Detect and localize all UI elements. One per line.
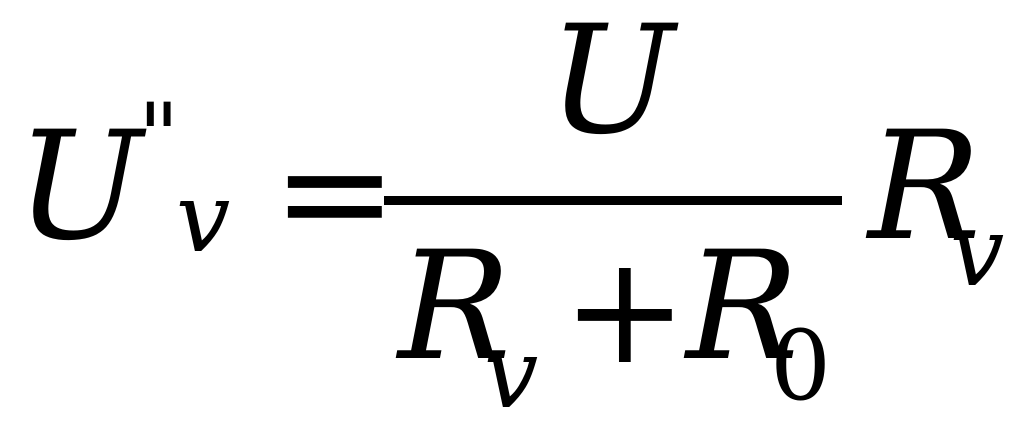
lhs-subscript-v: v xyxy=(176,162,231,274)
lhs-double-prime: " xyxy=(138,84,180,189)
denominator-r-v: R xyxy=(398,220,511,394)
denominator-r-0: R xyxy=(686,220,799,394)
equals-sign: = xyxy=(272,106,398,280)
fraction-bar xyxy=(384,196,842,205)
numerator-u: U xyxy=(548,0,675,168)
denominator-subscript-v: v xyxy=(484,318,539,430)
lhs-variable-u: U xyxy=(16,100,143,274)
plus-sign: + xyxy=(562,224,688,398)
denominator-subscript-0: 0 xyxy=(770,310,832,422)
rhs-variable-r: R xyxy=(868,100,981,274)
rhs-subscript-v: v xyxy=(950,196,1005,308)
